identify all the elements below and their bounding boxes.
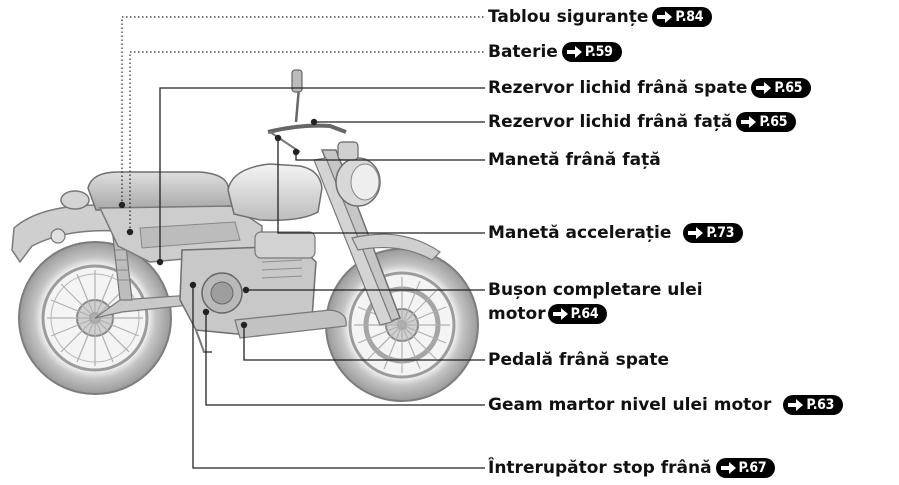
page-reference[interactable]: P.65 bbox=[736, 112, 797, 132]
arrow-right-icon bbox=[755, 82, 772, 94]
callout-text: Rezervor lichid frână spate bbox=[488, 78, 748, 98]
speedometer bbox=[337, 141, 359, 161]
kickstand bbox=[195, 329, 212, 353]
callout-text: Baterie bbox=[488, 42, 558, 62]
page-reference[interactable]: P.67 bbox=[715, 458, 776, 478]
front-wheel bbox=[325, 248, 479, 402]
page-reference[interactable]: P.64 bbox=[547, 304, 608, 324]
front-fender bbox=[351, 233, 441, 261]
tail-light bbox=[60, 190, 90, 210]
solid-leaders bbox=[159, 87, 485, 469]
callout-oil-level-window: Geam martor nivel ulei motor P.63 bbox=[488, 395, 844, 415]
brake-lever bbox=[269, 131, 301, 153]
leader-rear-brake-reservoir bbox=[159, 87, 485, 262]
callout-text: Rezervor lichid frână față bbox=[488, 112, 733, 132]
arrow-right-icon bbox=[656, 11, 673, 23]
arrow-right-icon bbox=[552, 308, 569, 320]
mirror bbox=[291, 69, 303, 93]
callout-text: Tablou siguranțe bbox=[488, 7, 649, 27]
page-reference[interactable]: P.59 bbox=[561, 42, 622, 62]
page-reference[interactable]: P.63 bbox=[783, 395, 844, 415]
leader-fuse-box bbox=[121, 16, 485, 205]
callout-text: Geam martor nivel ulei motor bbox=[488, 395, 772, 415]
page-reference[interactable]: P.73 bbox=[683, 223, 744, 243]
dotted-leaders bbox=[121, 16, 485, 232]
fuel-tank bbox=[227, 163, 323, 222]
callout-text: Pedală frână spate bbox=[488, 350, 670, 370]
callout-oil-filler-cap: Bușon completare ulei bbox=[488, 280, 703, 300]
exhaust bbox=[234, 309, 347, 339]
rear-turn-signal bbox=[50, 228, 66, 244]
page-reference[interactable]: P.84 bbox=[652, 7, 713, 27]
leader-rear-brake-pedal bbox=[243, 325, 485, 361]
handlebar bbox=[267, 123, 347, 134]
callout-throttle: Manetă accelerație P.73 bbox=[488, 223, 744, 243]
callout-text: motor bbox=[488, 304, 546, 324]
leader-dots bbox=[118, 118, 318, 329]
leader-oil-level-window bbox=[205, 312, 485, 406]
callout-text: Manetă accelerație bbox=[488, 223, 672, 243]
leader-battery bbox=[129, 51, 485, 232]
callout-front-brake-lever: Manetă frână față bbox=[488, 150, 661, 170]
arrow-right-icon bbox=[740, 116, 757, 128]
callout-rear-brake-pedal: Pedală frână spate bbox=[488, 350, 669, 370]
arrow-right-icon bbox=[720, 462, 737, 474]
callout-text: Bușon completare ulei bbox=[488, 280, 703, 300]
callout-text: Manetă frână față bbox=[488, 150, 661, 170]
leader-brake-light-switch bbox=[192, 285, 485, 469]
arrow-right-icon bbox=[566, 46, 583, 58]
leader-throttle bbox=[277, 138, 485, 234]
arrow-right-icon bbox=[687, 227, 704, 239]
callout-text: Întrerupător stop frână bbox=[488, 458, 712, 478]
arrow-right-icon bbox=[787, 399, 804, 411]
page-reference[interactable]: P.65 bbox=[751, 78, 812, 98]
